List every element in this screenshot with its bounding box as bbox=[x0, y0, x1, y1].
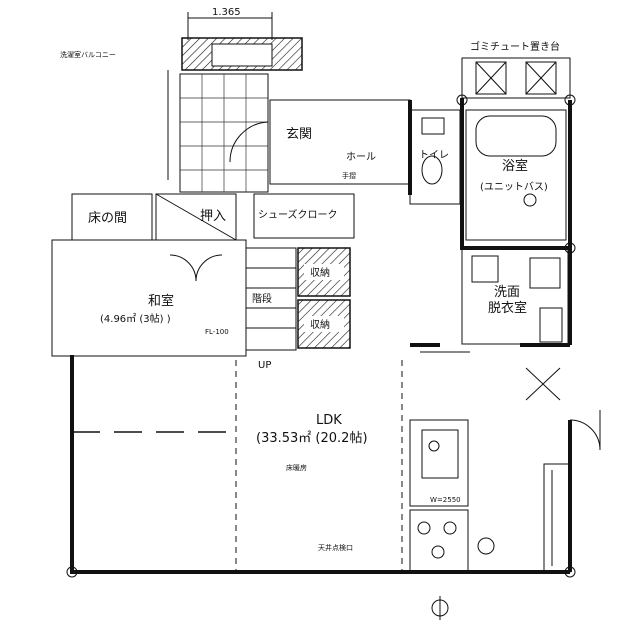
kitchen: W=2550 bbox=[409, 419, 495, 573]
ceiling-hatch-note: 天井点検口 bbox=[318, 543, 353, 552]
dimension-label: 1.365 bbox=[212, 7, 241, 18]
ldk-area-label: (33.53㎡ (20.2帖) bbox=[256, 431, 368, 446]
corner-markers bbox=[66, 94, 576, 620]
bath-label: 浴室 bbox=[502, 158, 528, 174]
top-dimension: 1.365 bbox=[187, 7, 273, 40]
balcony-area: 洗濯室バルコニー bbox=[60, 37, 303, 180]
washitsu-label: 和室 bbox=[148, 293, 174, 309]
ldk-area: LDK (33.53㎡ (20.2帖) 床暖房 天井点検口 bbox=[72, 351, 470, 572]
oshiire-label: 押入 bbox=[200, 209, 226, 224]
bathroom: 浴室 (ユニットバス) bbox=[465, 109, 567, 241]
shoes-closet-label: シューズクローク bbox=[258, 208, 338, 221]
dressing-label: 脱衣室 bbox=[488, 300, 527, 316]
toilet-label: トイレ bbox=[419, 150, 449, 161]
storage-2-label: 収納 bbox=[310, 318, 330, 331]
toko-oshiire: 床の間 押入 bbox=[71, 193, 237, 241]
hall-label: ホール bbox=[346, 151, 376, 163]
storage-1-label: 収納 bbox=[310, 266, 330, 279]
dust-chute-area: ゴミチュート置き台 bbox=[461, 40, 571, 99]
wash-label: 洗面 bbox=[494, 285, 520, 300]
entrance-tile-grid bbox=[179, 73, 269, 193]
genkan-label: 玄関 bbox=[286, 127, 312, 142]
genkan-hall: 玄関 ホール 手摺 bbox=[269, 99, 411, 185]
toko-label: 床の間 bbox=[88, 211, 127, 226]
wash-room: 洗面 脱衣室 bbox=[461, 247, 569, 345]
up-label: UP bbox=[258, 360, 271, 371]
balcony-label: 洗濯室バルコニー bbox=[60, 50, 116, 59]
stairs: 階段 UP bbox=[245, 247, 297, 371]
toilet-room: トイレ bbox=[409, 109, 461, 205]
stairs-label: 階段 bbox=[252, 292, 272, 305]
floor-heating-note: 床暖房 bbox=[286, 463, 307, 472]
shoes-closet: シューズクローク bbox=[253, 193, 355, 239]
kitchen-width-note: W=2550 bbox=[430, 496, 461, 504]
dust-chute-label: ゴミチュート置き台 bbox=[470, 40, 560, 53]
ldk-label: LDK bbox=[316, 413, 342, 428]
handrail-note: 手摺 bbox=[342, 171, 356, 180]
right-storage bbox=[525, 367, 601, 573]
storage-hatched: 収納 収納 bbox=[297, 247, 351, 349]
washitsu-fl-note: FL-100 bbox=[205, 328, 229, 336]
washitsu-area: (4.96㎡ (3帖) ) bbox=[100, 312, 171, 325]
washitsu-room: 和室 (4.96㎡ (3帖) ) FL-100 bbox=[51, 239, 247, 357]
bath-sub-label: (ユニットバス) bbox=[480, 181, 548, 193]
